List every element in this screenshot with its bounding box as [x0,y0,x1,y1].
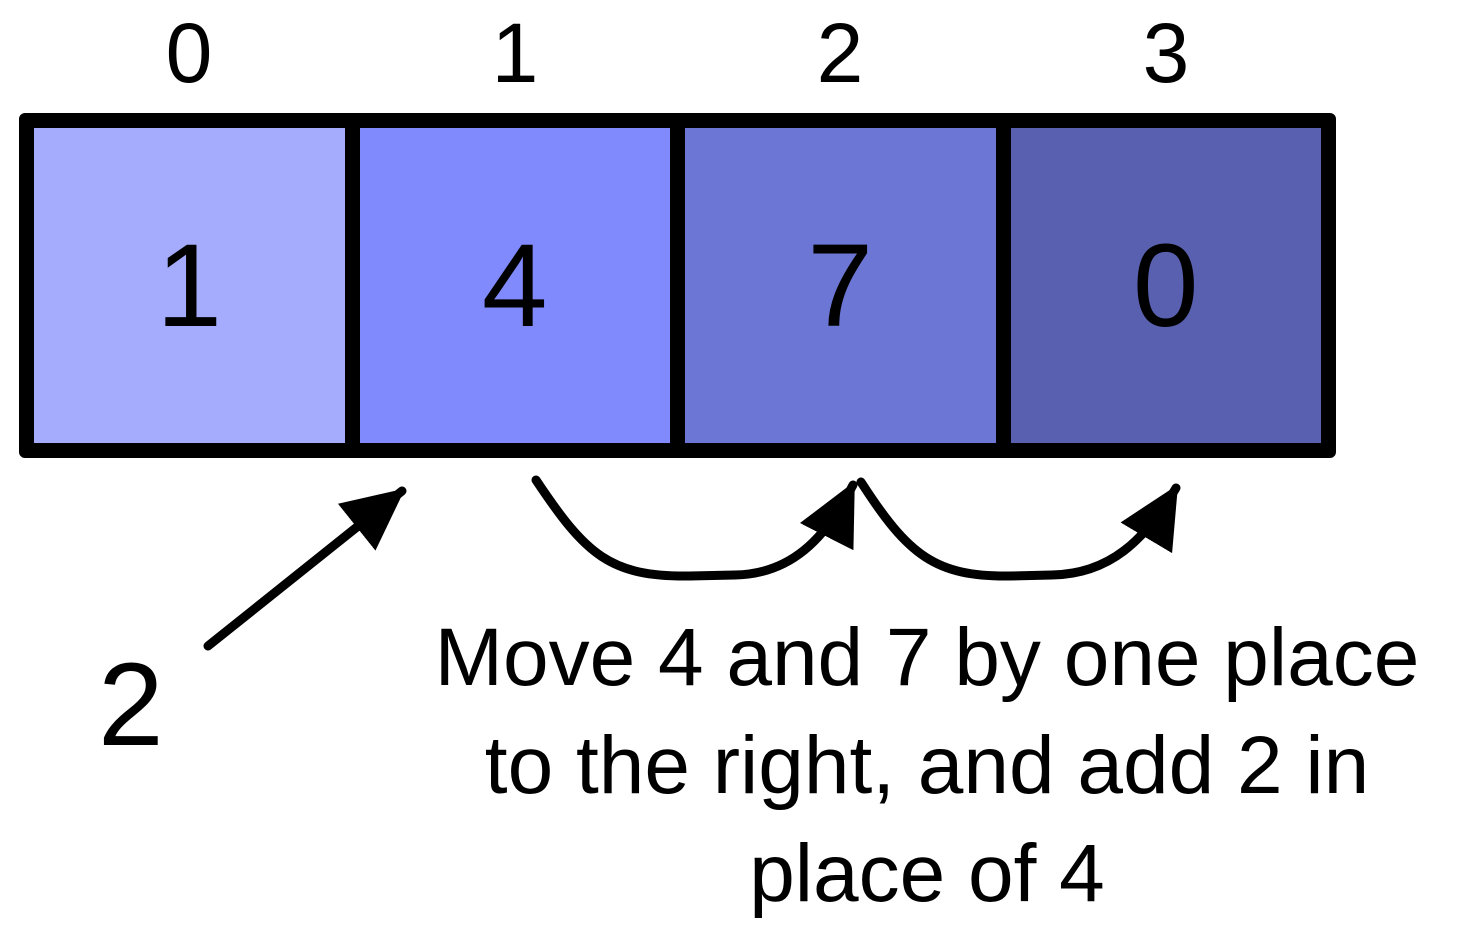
array-cell-value: 4 [481,219,548,352]
shift-arrow-4-to-2 [531,475,858,581]
shift-arrow-7-to-3 [856,477,1181,581]
index-label-3: 3 [1142,6,1190,100]
insert-arrow [203,486,407,651]
caption-line-1: Move 4 and 7 by one place [434,612,1420,703]
index-label-1: 1 [491,6,539,100]
array-cell-1: 4 [344,128,670,443]
array-cell-value: 7 [807,219,874,352]
new-value-label: 2 [98,639,164,771]
index-label-0: 0 [165,6,213,100]
index-label-2: 2 [816,6,864,100]
array-cell-0: 1 [34,128,345,443]
caption-line-2: to the right, and add 2 in [484,720,1370,811]
array-cell-2: 7 [670,128,996,443]
caption: Move 4 and 7 by one place to the right, … [372,604,1482,928]
array-box: 1 4 7 0 [19,113,1336,458]
caption-line-3: place of 4 [749,828,1105,919]
array-cell-value: 1 [156,219,223,352]
array-cell-3: 0 [995,128,1321,443]
array-cell-value: 0 [1132,219,1199,352]
